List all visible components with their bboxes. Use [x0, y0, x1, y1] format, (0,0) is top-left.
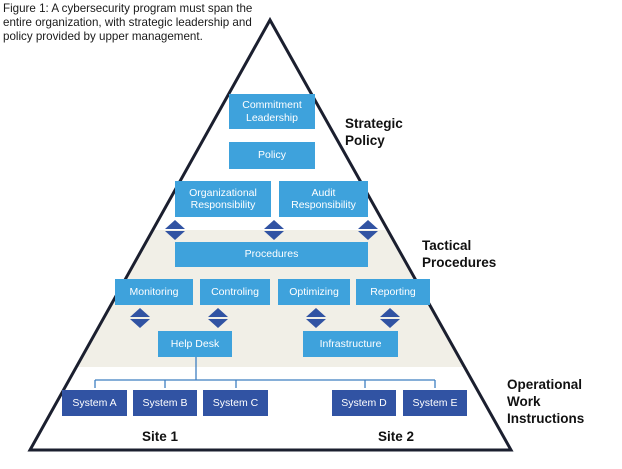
system-c-box[interactable]: System C: [203, 390, 268, 416]
arrow-audit-procedures-icon: [358, 220, 378, 240]
system-a-box[interactable]: System A: [62, 390, 127, 416]
help-desk-box[interactable]: Help Desk: [158, 331, 232, 357]
optimizing-box[interactable]: Optimizing: [278, 279, 350, 305]
commitment-leadership-box[interactable]: Commitment Leadership: [229, 94, 315, 129]
audit-responsibility-box[interactable]: Audit Responsibility: [279, 181, 368, 217]
arrow-org-procedures-icon: [165, 220, 185, 240]
strategic-policy-label: Strategic Policy: [345, 116, 403, 148]
pyramid-outline: [27, 16, 514, 452]
reporting-box[interactable]: Reporting: [356, 279, 430, 305]
tactical-procedures-label: Tactical Procedures: [422, 238, 497, 270]
policy-box[interactable]: Policy: [229, 142, 315, 169]
site-2-label: Site 2: [378, 429, 415, 444]
arrow-reporting-infrastructure-icon: [380, 308, 400, 328]
figure-caption: Figure 1: A cybersecurity program must s…: [3, 2, 253, 43]
operational-work-instructions-label: Operational Work Instructions: [507, 377, 585, 426]
arrow-monitoring-helpdesk-icon: [130, 308, 150, 328]
system-b-box[interactable]: System B: [133, 390, 197, 416]
system-e-box[interactable]: System E: [403, 390, 467, 416]
monitoring-box[interactable]: Monitoring: [115, 279, 193, 305]
double-arrows: [130, 220, 400, 328]
arrow-controling-helpdesk-icon: [208, 308, 228, 328]
site-1-label: Site 1: [142, 429, 179, 444]
procedures-box[interactable]: Procedures: [175, 242, 368, 267]
system-d-box[interactable]: System D: [332, 390, 396, 416]
arrow-center-procedures-icon: [264, 220, 284, 240]
infrastructure-box[interactable]: Infrastructure: [303, 331, 398, 357]
system-connectors: [94, 357, 436, 388]
organizational-responsibility-box[interactable]: Organizational Responsibility: [175, 181, 271, 217]
controling-box[interactable]: Controling: [200, 279, 270, 305]
arrow-optimizing-infrastructure-icon: [306, 308, 326, 328]
